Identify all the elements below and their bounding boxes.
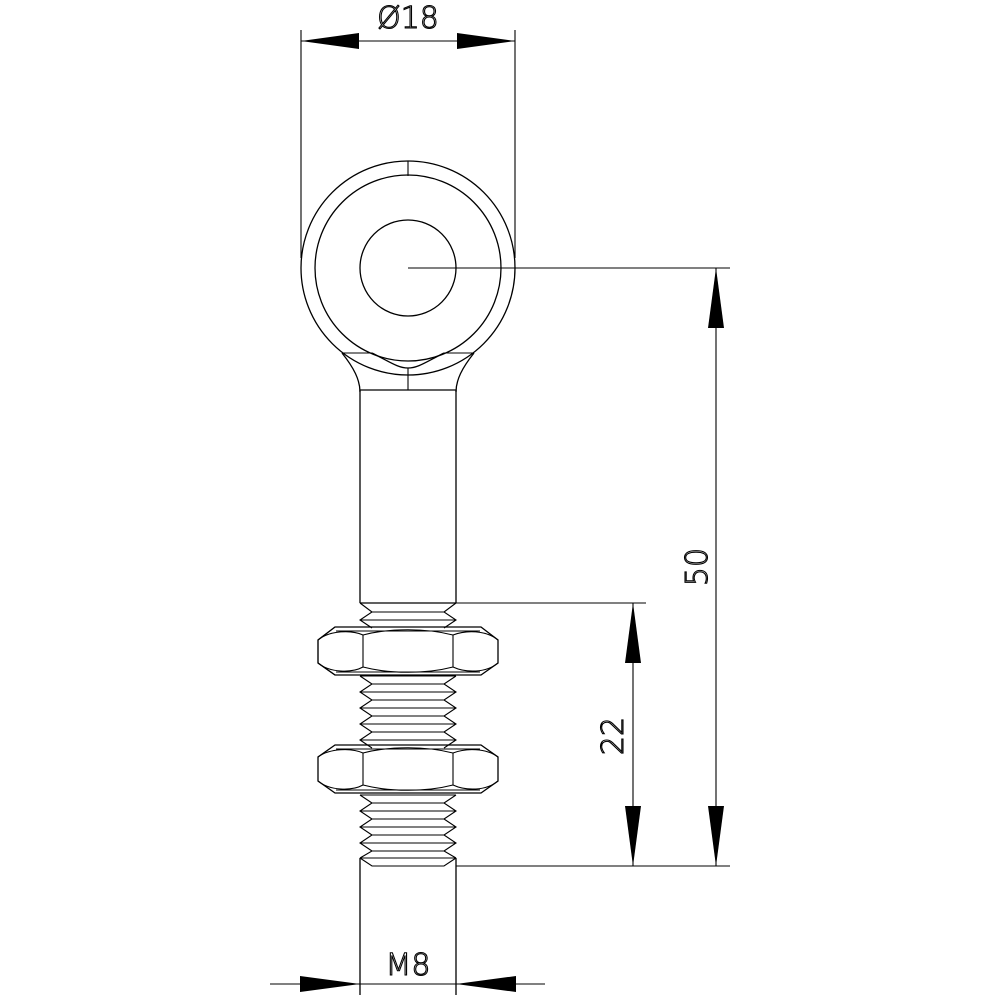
thread-lower — [359, 794, 457, 867]
thread-upper — [359, 602, 457, 629]
dimension-label-thread-size: M8 — [386, 948, 431, 983]
dimension-thread-size: M8 — [270, 947, 545, 992]
dimension-label-thread-length: 22 — [596, 717, 631, 755]
thread-end — [359, 858, 457, 995]
dimension-overall-length: 50 — [408, 267, 730, 867]
dimension-label-length: 50 — [680, 548, 715, 586]
dimension-thread-length: 22 — [456, 602, 646, 866]
hex-nut-upper — [317, 626, 499, 676]
dimension-label-diameter: Ø18 — [377, 1, 439, 36]
dimension-eye-diameter: Ø18 — [300, 0, 516, 258]
hex-nut-lower — [317, 744, 499, 794]
eye-neck — [341, 352, 475, 393]
bolt-shank — [359, 390, 457, 604]
thread-middle — [359, 675, 457, 749]
